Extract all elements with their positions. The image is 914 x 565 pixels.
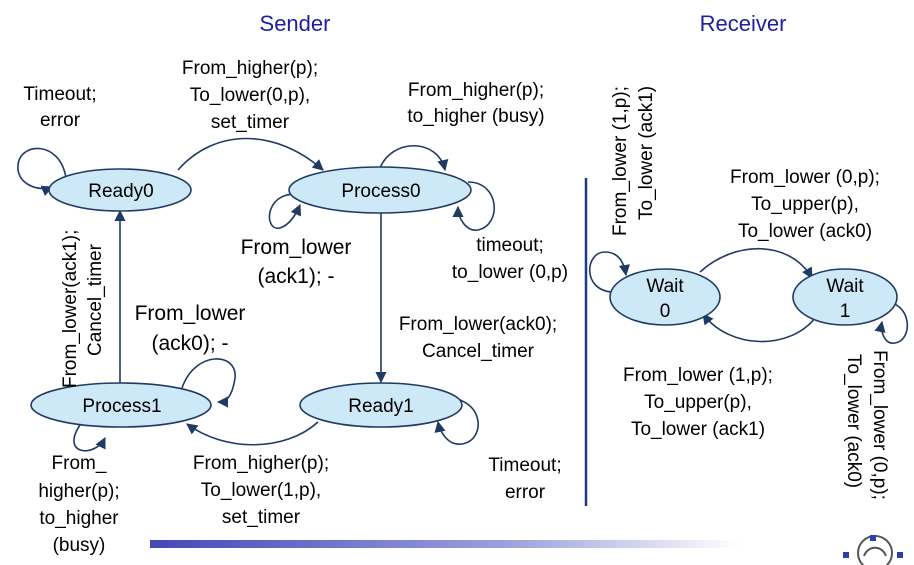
- edge-process1-self-ack0: [181, 358, 236, 408]
- state-wait1: Wait 1: [792, 268, 898, 326]
- svg-text:To_lower (ack0): To_lower (ack0): [738, 221, 872, 242]
- label-process1-busy: From_ higher(p); to_higher (busy): [38, 453, 119, 556]
- svg-text:From_higher(p);: From_higher(p);: [193, 453, 329, 474]
- svg-text:To_lower (ack1): To_lower (ack1): [636, 86, 657, 220]
- edge-ready0-to-process0: [177, 137, 324, 171]
- svg-text:Cancel_timer: Cancel_timer: [422, 341, 535, 362]
- svg-text:(ack1); -: (ack1); -: [257, 265, 334, 288]
- edge-process0-self-busy: [379, 145, 449, 172]
- svg-text:1: 1: [840, 301, 851, 322]
- label-ready1-timeout: Timeout; error: [488, 455, 561, 503]
- label-process1-ack0: From_lower (ack0); -: [135, 302, 246, 355]
- label-ready1-to-process1: From_higher(p); To_lower(1,p), set_timer: [193, 453, 329, 528]
- svg-text:From_higher(p);: From_higher(p);: [408, 80, 544, 101]
- svg-text:to_lower (0,p): to_lower (0,p): [452, 262, 568, 283]
- svg-text:To_lower (ack1): To_lower (ack1): [631, 419, 765, 440]
- svg-text:Wait: Wait: [646, 276, 684, 297]
- svg-text:Process0: Process0: [341, 181, 420, 202]
- svg-text:set_timer: set_timer: [222, 507, 301, 528]
- edge-wait0-self: [588, 251, 630, 293]
- svg-text:Cancel_timer: Cancel_timer: [85, 243, 106, 356]
- svg-text:0: 0: [660, 301, 671, 322]
- svg-text:From_lower: From_lower: [241, 236, 352, 259]
- edge-wait0-to-wait1: [699, 247, 813, 279]
- svg-text:Timeout;: Timeout;: [23, 84, 96, 105]
- footer-gradient-bar: [150, 540, 740, 548]
- receiver-header: Receiver: [700, 11, 787, 36]
- svg-text:set_timer: set_timer: [211, 112, 290, 133]
- label-process0-ack1: From_lower (ack1); -: [241, 236, 352, 288]
- state-wait0: Wait 0: [609, 268, 721, 326]
- svg-text:From_higher(p);: From_higher(p);: [182, 58, 318, 79]
- edge-wait1-self: [874, 301, 909, 344]
- svg-text:To_lower (ack0): To_lower (ack0): [843, 354, 864, 488]
- svg-text:From_lower(ack0);: From_lower(ack0);: [399, 314, 557, 335]
- svg-text:error: error: [40, 110, 81, 131]
- edge-process1-self-busy: [73, 424, 106, 452]
- svg-text:Timeout;: Timeout;: [488, 455, 561, 476]
- label-wait1-self: From_lower (0,p); To_lower (ack0): [843, 350, 890, 500]
- state-process0: Process0: [288, 166, 472, 214]
- svg-text:timeout;: timeout;: [476, 235, 544, 256]
- svg-text:Ready1: Ready1: [348, 396, 414, 417]
- svg-text:(busy): (busy): [53, 535, 106, 556]
- edge-ready1-to-process1: [186, 421, 319, 446]
- edge-wait1-to-wait0: [702, 313, 816, 343]
- svg-text:Ready0: Ready0: [88, 181, 154, 202]
- svg-text:To_upper(p),: To_upper(p),: [751, 194, 859, 215]
- svg-text:(ack0); -: (ack0); -: [151, 332, 228, 355]
- svg-text:higher(p);: higher(p);: [38, 481, 119, 502]
- svg-text:From_lower (0,p);: From_lower (0,p);: [869, 350, 890, 500]
- label-ready0-timeout: Timeout; error: [23, 84, 96, 131]
- svg-text:From_lower: From_lower: [135, 302, 246, 325]
- svg-text:Wait: Wait: [826, 276, 864, 297]
- edge-process0-self-timeout: [452, 181, 495, 231]
- label-process0-timeout: timeout; to_lower (0,p): [452, 235, 568, 283]
- label-process0-busy: From_higher(p); to_higher (busy): [407, 80, 544, 127]
- state-ready1: Ready1: [299, 382, 463, 428]
- svg-text:To_upper(p),: To_upper(p),: [644, 392, 752, 413]
- sender-header: Sender: [260, 11, 331, 36]
- edge-process0-self-ack1: [268, 193, 306, 229]
- svg-text:To_lower(0,p),: To_lower(0,p),: [190, 85, 310, 106]
- svg-text:From_: From_: [52, 453, 107, 474]
- svg-text:error: error: [505, 482, 546, 503]
- svg-text:From_lower (1,p);: From_lower (1,p);: [623, 365, 773, 386]
- svg-text:to_higher (busy): to_higher (busy): [407, 106, 544, 127]
- label-wait0-to-wait1: From_lower (0,p); To_upper(p), To_lower …: [730, 167, 880, 242]
- svg-text:Process1: Process1: [82, 396, 161, 417]
- svg-text:From_lower(ack1);: From_lower(ack1);: [60, 230, 81, 388]
- label-wait1-to-wait0: From_lower (1,p); To_upper(p), To_lower …: [623, 365, 773, 440]
- svg-text:From_lower (1,p);: From_lower (1,p);: [610, 86, 631, 236]
- label-process0-to-ready1: From_lower(ack0); Cancel_timer: [399, 314, 557, 362]
- corner-logo-icon: [843, 535, 903, 565]
- svg-text:to_higher: to_higher: [39, 508, 119, 529]
- edge-ready0-self-timeout: [17, 147, 67, 197]
- state-ready0: Ready0: [48, 168, 192, 212]
- state-process1: Process1: [30, 382, 212, 428]
- label-ready0-to-process0: From_higher(p); To_lower(0,p), set_timer: [182, 58, 318, 133]
- edge-ready1-self-timeout: [434, 396, 479, 445]
- label-wait0-self: From_lower (1,p); To_lower (ack1): [610, 86, 657, 236]
- label-process1-to-ready0: From_lower(ack1); Cancel_timer: [60, 230, 106, 388]
- svg-text:To_lower(1,p),: To_lower(1,p),: [201, 480, 321, 501]
- svg-text:From_lower (0,p);: From_lower (0,p);: [730, 167, 880, 188]
